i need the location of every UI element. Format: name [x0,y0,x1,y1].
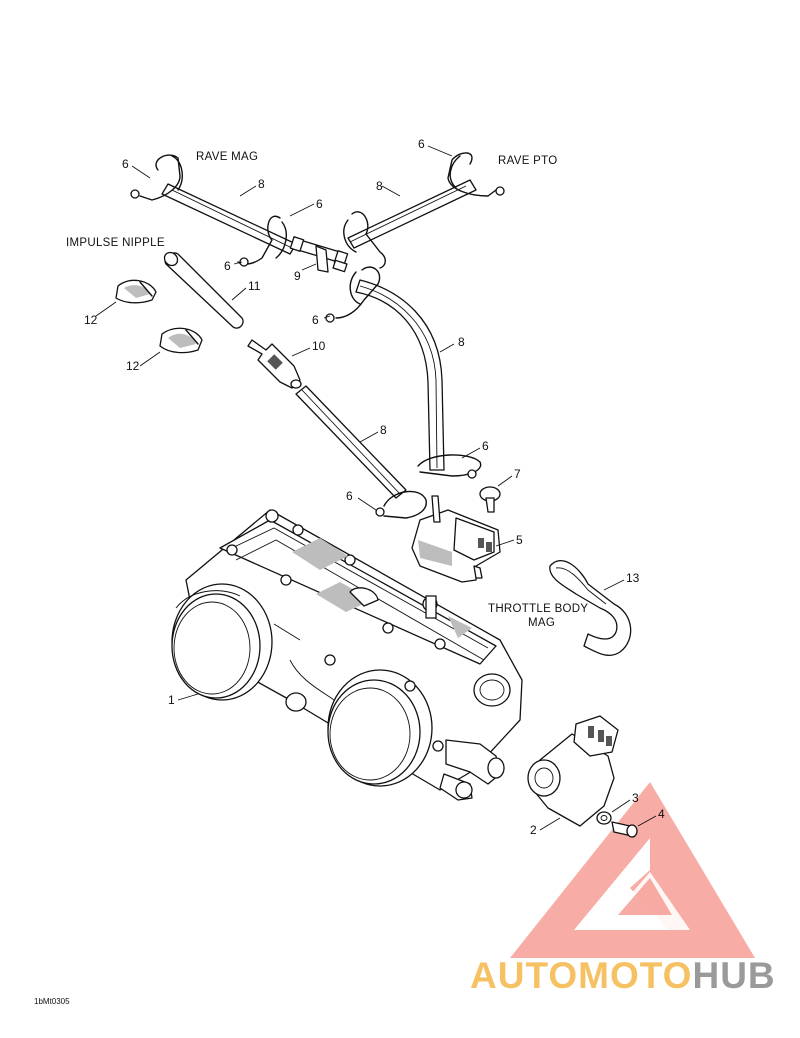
throttle-body [171,509,523,801]
throttle-position-sensor [527,715,619,827]
callout-7: 7 [514,467,521,481]
callout-4: 4 [658,807,665,821]
check-valve [247,339,302,389]
caption-impulse-nipple: IMPULSE NIPPLE [66,237,165,249]
watermark-text-part1: AUTOMOTO [470,955,692,996]
callout-6: 6 [224,259,231,273]
callout-6: 6 [316,197,323,211]
watermark-logo-icon [510,782,755,958]
tps-screw [611,821,638,838]
callout-11: 11 [248,279,261,293]
rave-mag-hose [161,183,297,255]
hose-clamp-center-left [237,215,287,267]
hose-clamp-solenoid-left [375,490,427,519]
caption-throttle-body-line2: MAG [528,617,555,629]
callout-6: 6 [346,489,353,503]
callout-8: 8 [376,179,383,193]
caption-rave-mag: RAVE MAG [196,151,258,163]
clip-upper [115,279,157,304]
callout-13: 13 [626,571,640,585]
hose-clamp-top-left [130,154,183,201]
drawing-code: 1bMt0305 [34,997,70,1006]
hose-clamp-center-right [343,211,386,269]
solenoid-feed-hose [295,385,407,499]
callout-6: 6 [482,439,489,453]
callout-6: 6 [418,137,425,151]
screw [479,486,501,513]
washer [596,811,612,825]
watermark-text: AUTOMOTOHUB [470,955,776,996]
callout-9: 9 [294,269,301,283]
callout-8: 8 [258,177,265,191]
callout-12: 12 [84,313,98,327]
rave-solenoid [411,495,501,583]
callout-10: 10 [312,339,326,353]
hose-clamp-top-right [447,152,505,197]
tee-fitting [289,236,349,273]
impulse-nipple-hose [163,251,244,329]
clip-lower [159,327,203,354]
watermark-text-part2: HUB [692,955,775,996]
throttle-body-mag-hose [549,560,632,656]
caption-rave-pto: RAVE PTO [498,155,558,167]
curved-vertical-hose [355,279,445,471]
callout-8: 8 [380,423,387,437]
callout-12: 12 [126,359,140,373]
rave-pto-hose [347,179,477,249]
callout-6: 6 [122,157,129,171]
callout-8: 8 [458,335,465,349]
hose-clamp-solenoid-right [417,454,482,479]
callout-6: 6 [312,313,319,327]
callout-1: 1 [168,693,175,707]
caption-throttle-body-line1: THROTTLE BODY [488,603,588,615]
callout-2: 2 [530,823,537,837]
leader-lines [95,145,657,831]
callout-5: 5 [516,533,523,547]
callout-3: 3 [632,791,639,805]
hose-clamp-curve-top [325,266,381,323]
